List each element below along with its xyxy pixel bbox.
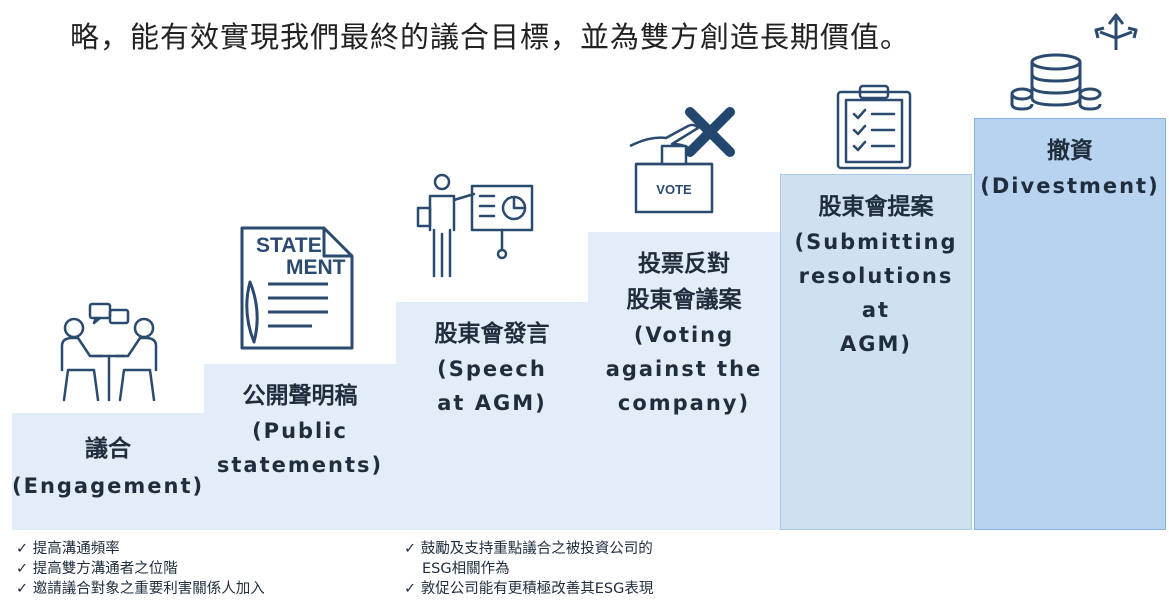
step-title-en-3: AGM) [840, 332, 912, 356]
step-title-zh-1: 投票反對 [638, 251, 730, 277]
statement-icon-text-2: MENT [286, 256, 346, 279]
list-item: ✓ 敦促公司能有更積極改善其ESG表現 [404, 581, 654, 597]
step-title-zh-2: 股東會議案 [626, 287, 742, 313]
speech-actions-list: ✓ 鼓勵及支持重點議合之被投資公司的 ESG相關作為 ✓ 敦促公司能有更積極改善… [404, 539, 653, 599]
step-title-en-1: (Submitting [794, 230, 958, 254]
step-title-en-2: at AGM) [437, 391, 547, 415]
presenter-icon [416, 173, 534, 278]
step-title-zh: 股東會提案 [818, 194, 934, 220]
vote-icon-text: VOTE [656, 182, 692, 197]
step-title-en-2: against the [605, 357, 763, 381]
step-title-en: (Engagement) [12, 474, 205, 498]
step-title-en-3: company) [617, 391, 751, 415]
list-item: ✓ 提高溝通頻率 [16, 541, 120, 557]
step-public-statements: 公開聲明稿 (Public statements) [204, 364, 396, 530]
step-title-en-1: (Speech [437, 357, 547, 381]
list-item-continued: ESG相關作為 [422, 561, 510, 577]
step-title-en-2: resolutions at [798, 264, 954, 322]
list-item: ✓ 鼓勵及支持重點議合之被投資公司的 [404, 541, 653, 557]
list-item: ✓ 提高雙方溝通者之位階 [16, 561, 178, 577]
step-title-zh: 撤資 [1047, 138, 1093, 164]
step-voting-against: 投票反對 股東會議案 (Voting against the company) [588, 232, 780, 530]
statement-document-icon: STATE MENT [240, 226, 354, 350]
step-submitting-resolutions: 股東會提案 (Submitting resolutions at AGM) [780, 174, 972, 530]
step-title-zh: 議合 [85, 436, 131, 462]
engagement-actions-list: ✓ 提高溝通頻率 ✓ 提高雙方溝通者之位階 ✓ 邀請議合對象之重要利害關係人加入 [16, 539, 265, 599]
step-title-en: (Divestment) [980, 174, 1160, 198]
vote-against-icon: VOTE [629, 107, 735, 214]
step-title-en-1: (Voting [633, 323, 735, 347]
statement-icon-text-1: STATE [256, 234, 322, 257]
step-divestment: 撤資 (Divestment) [974, 118, 1166, 530]
clipboard-checklist-icon [836, 84, 912, 170]
step-speech-agm: 股東會發言 (Speech at AGM) [396, 302, 588, 530]
step-title-zh: 公開聲明稿 [242, 383, 358, 409]
list-item: ✓ 邀請議合對象之重要利害關係人加入 [16, 581, 265, 597]
step-title-zh: 股東會發言 [434, 321, 550, 347]
step-engagement: 議合 (Engagement) [12, 413, 204, 530]
step-title-en-1: (Public [252, 419, 348, 443]
coins-divest-icon [1010, 53, 1102, 111]
diverge-arrows-icon [1094, 13, 1138, 50]
intro-text: 略，能有效實現我們最終的議合目標，並為雙方創造長期價值。 [70, 20, 911, 54]
meeting-people-icon [60, 302, 158, 402]
step-title-en-2: statements) [216, 453, 384, 477]
